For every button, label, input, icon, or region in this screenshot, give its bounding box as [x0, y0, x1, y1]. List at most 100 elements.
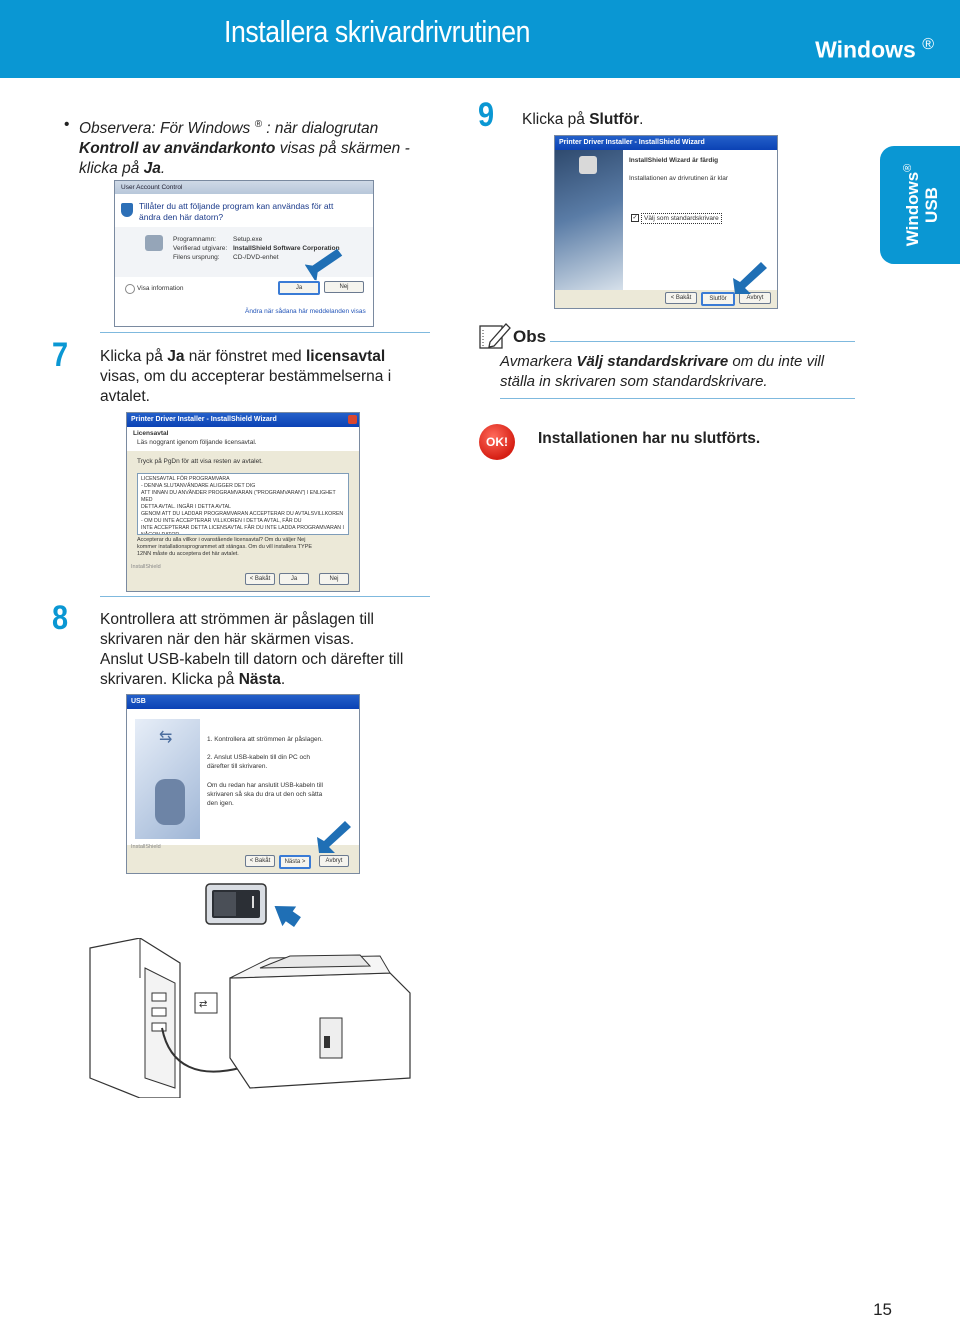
finish-cancel-button[interactable]: Avbryt [739, 292, 771, 304]
svg-text:⇄: ⇄ [199, 999, 207, 1010]
page-number: 15 [873, 1300, 892, 1319]
step8-line2: skrivaren när den här skärmen visas. [100, 631, 355, 648]
step8-line1: Kontrollera att strömmen är påslagen til… [100, 611, 374, 628]
uac-yes-button[interactable]: Ja [278, 281, 320, 295]
usb-dialog-screenshot: USB ⇆ 1. Kontrollera att strömmen är pås… [126, 694, 360, 874]
license-line: - OM DU INTE ACCEPTERAR VILLKOREN I DETT… [141, 518, 302, 524]
license-footer: InstallShield [131, 564, 161, 570]
finish-button[interactable]: Slutför [701, 292, 735, 306]
uac-note-reg: ® [254, 119, 262, 130]
finish-title: Printer Driver Installer - InstallShield… [555, 136, 777, 150]
step8-line4: skrivaren. Klicka på [100, 671, 235, 688]
side-tab-line2: USB [921, 187, 941, 223]
step7-b2: licensavtal [305, 348, 386, 365]
side-tab-label: Windows® USB [880, 146, 960, 264]
license-no-button[interactable]: Nej [319, 573, 349, 585]
step7-rule [100, 332, 430, 333]
usb-illustration: ⇆ [135, 719, 200, 839]
obs-post: om du inte vill [732, 353, 825, 370]
header-bar [0, 0, 960, 78]
step7-number: 7 [52, 336, 69, 374]
step9-number: 9 [478, 96, 495, 134]
step8-number: 8 [52, 599, 69, 637]
uac-note-ja: Ja [143, 160, 161, 178]
usb-back-button[interactable]: < Bakåt [245, 855, 275, 867]
license-back-button[interactable]: < Bakåt [245, 573, 275, 585]
origin-value: CD-/DVD-enhet [233, 254, 279, 261]
ok-text: Installationen har nu slutförts. [538, 430, 761, 447]
pointer-arrow-icon [733, 262, 767, 294]
uac-note-line3: klicka på [79, 160, 140, 178]
usb-cancel-button[interactable]: Avbryt [319, 855, 349, 867]
license-hint: Tryck på PgDn för att visa resten av avt… [137, 458, 263, 465]
pointer-arrow-icon [305, 248, 343, 281]
license-line: INTE ACCEPTERAR DETTA LICENSAVTAL FÅR DU… [141, 525, 344, 531]
license-q1: Accepterar du alla villkor i ovanstående… [137, 537, 306, 543]
os-reg-mark: ® [922, 36, 934, 53]
close-icon[interactable] [348, 415, 357, 424]
usb-item2b: därefter till skrivaren. [207, 763, 268, 770]
uac-title: User Account Control [115, 181, 373, 194]
uac-note-period: . [160, 160, 166, 178]
note-bullet: • [64, 116, 70, 133]
license-lines: LICENSAVTAL FÖR PROGRAMVARA- DENNA SLUTA… [138, 474, 348, 534]
uac-note-pre: Observera: För Windows [79, 120, 251, 138]
setup-icon [145, 235, 163, 251]
default-printer-label[interactable]: Välj som standardskrivare [641, 213, 722, 224]
obs-label: Obs [513, 327, 547, 346]
license-dialog-screenshot: Printer Driver Installer - InstallShield… [126, 412, 360, 592]
pub-value: InstallShield Software Corporation [233, 245, 340, 252]
uac-heading-2: ändra den här datorn? [139, 212, 224, 222]
finish-back-button[interactable]: < Bakåt [665, 292, 697, 304]
shield-icon [121, 203, 133, 217]
page-title: Installera skrivardrivrutinen [224, 14, 531, 49]
side-tab [880, 146, 960, 264]
obs-text: Avmarkera Välj standardskrivare om du in… [500, 352, 860, 392]
license-text-box[interactable]: LICENSAVTAL FÖR PROGRAMVARA- DENNA SLUTA… [137, 473, 349, 535]
step7-line3: avtalet. [100, 388, 150, 405]
step8-period: . [280, 671, 286, 688]
step9-period: . [639, 111, 644, 128]
os-label-text: Windows [815, 36, 916, 63]
license-line: GENOM ATT DU LADDAR PROGRAMVARAN ACCEPTE… [141, 511, 344, 517]
step7-b1: Ja [167, 348, 185, 365]
step9-text-pre: Klicka på [522, 111, 585, 128]
step8-rule [100, 596, 430, 597]
obs-rule-top [550, 341, 855, 342]
usb-next-button[interactable]: Nästa > [279, 855, 311, 869]
step9-slutfor: Slutför [589, 111, 640, 128]
obs-bold: Välj standardskrivare [576, 353, 729, 370]
side-tab-reg: ® [902, 163, 915, 172]
obs-pre: Avmarkera [500, 353, 573, 370]
usb-footer: InstallShield [131, 844, 161, 850]
origin-label: Filens ursprung: [173, 254, 220, 261]
power-switch-illustration [205, 883, 301, 927]
prog-value: Setup.exe [233, 236, 263, 243]
step8-nasta: Nästa [238, 671, 281, 688]
uac-link[interactable]: Ändra när sådana här meddelanden visas [245, 308, 366, 315]
usb-cable-image [155, 779, 185, 825]
usb-item1: 1. Kontrollera att strömmen är påslagen. [207, 736, 323, 743]
uac-details[interactable]: Visa information [137, 285, 184, 292]
default-printer-checkbox[interactable]: ✓ [631, 214, 639, 222]
license-line: ATT INNAN DU ANVÄNDER PROGRAMVARAN ("PRO… [141, 490, 336, 503]
uac-dialog-screenshot: User Account Control Tillåter du att föl… [114, 180, 374, 327]
uac-note-mid: : när dialogrutan [266, 120, 379, 138]
note-pencil-icon [479, 323, 511, 349]
usb-item3a: Om du redan har anslutit USB-kabeln till [207, 782, 323, 789]
side-tab-line1: Windows [902, 171, 922, 247]
uac-heading-1: Tillåter du att följande program kan anv… [139, 201, 334, 211]
finish-sub: Installationen av drivrutinen är klar [629, 175, 728, 182]
usb-item3: Om du redan har anslutit USB-kabeln till… [207, 781, 323, 808]
chevron-down-icon[interactable] [125, 284, 135, 294]
finish-dialog-screenshot: Printer Driver Installer - InstallShield… [554, 135, 778, 309]
license-question: Accepterar du alla villkor i ovanstående… [137, 537, 312, 558]
uac-no-button[interactable]: Nej [324, 281, 364, 293]
finish-heading: InstallShield Wizard är färdig [629, 157, 719, 164]
license-yes-button[interactable]: Ja [279, 573, 309, 585]
step9-text: Klicka på Slutför. [522, 110, 643, 130]
license-sub: Läs noggrant igenom följande licensavtal… [137, 439, 257, 446]
uac-note: Observera: För Windows ® : när dialogrut… [79, 115, 439, 179]
license-line: LICENSAVTAL FÖR PROGRAMVARA [141, 476, 230, 482]
